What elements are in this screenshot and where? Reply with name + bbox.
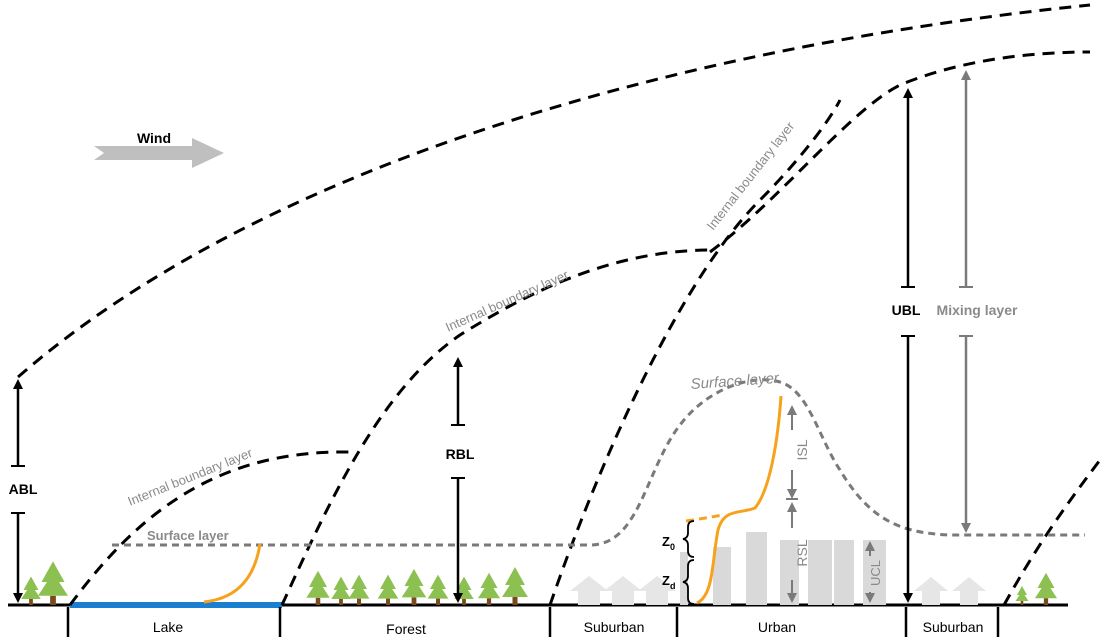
suburban-roughness-arrows — [570, 576, 986, 605]
urban-buildings — [680, 532, 886, 605]
abl-label: ABL — [9, 481, 38, 497]
trees — [21, 561, 1058, 605]
land-label-urban: Urban — [758, 619, 796, 635]
tree-icon — [477, 572, 501, 605]
tree-icon — [331, 576, 351, 605]
land-label-lake: Lake — [153, 619, 184, 635]
ubl-label: UBL — [892, 302, 921, 318]
wind-arrow — [94, 138, 224, 168]
tree-icon — [427, 574, 449, 605]
mixing-layer-label: Mixing layer — [937, 302, 1018, 318]
zd-label: Zd — [662, 573, 675, 591]
urban-wind-profile-dashed — [685, 513, 723, 523]
surface-layer-lake-label: Surface layer — [147, 528, 229, 543]
ibl-forest-label: Internal boundary layer — [443, 267, 571, 335]
surface-layer-lake-line — [112, 378, 1085, 547]
urban-wind-profile — [696, 395, 783, 605]
ibl-urban-label: Internal boundary layer — [704, 118, 798, 233]
tree-icon — [38, 561, 68, 605]
land-label-forest: Forest — [386, 621, 426, 637]
ibl-right-line — [1002, 459, 1102, 606]
tree-icon — [377, 574, 399, 605]
tree-icon — [401, 568, 427, 605]
tree-icon — [1034, 572, 1058, 605]
land-label-suburban-right: Suburban — [923, 619, 984, 635]
rsl-label: RSL — [794, 539, 810, 566]
tree-icon — [306, 570, 330, 605]
ucl-label: UCL — [868, 560, 883, 586]
land-use-dividers — [66, 607, 1000, 637]
z0-label: Z0 — [662, 534, 675, 552]
tree-icon — [1015, 586, 1029, 605]
rbl-label: RBL — [446, 446, 475, 462]
wind-label: Wind — [137, 130, 171, 146]
tree-icon — [502, 567, 528, 605]
surface-layer-urban-label: Surface layer — [690, 370, 780, 393]
zd-brace — [682, 559, 695, 605]
abl-top-line — [17, 3, 1091, 379]
tree-icon — [348, 574, 370, 605]
lake-wind-profile — [203, 543, 262, 604]
ubl-top-line — [709, 50, 1091, 254]
ibl-forest-line — [280, 248, 713, 606]
ibl-lake-label: Internal boundary layer — [126, 445, 256, 509]
tree-icon — [21, 576, 41, 605]
ibl-urban-line — [548, 99, 842, 606]
isl-label: ISL — [794, 439, 810, 460]
land-label-suburban-left: Suburban — [584, 619, 645, 635]
z0-brace — [682, 520, 695, 558]
ibl-lake-line — [68, 450, 351, 606]
